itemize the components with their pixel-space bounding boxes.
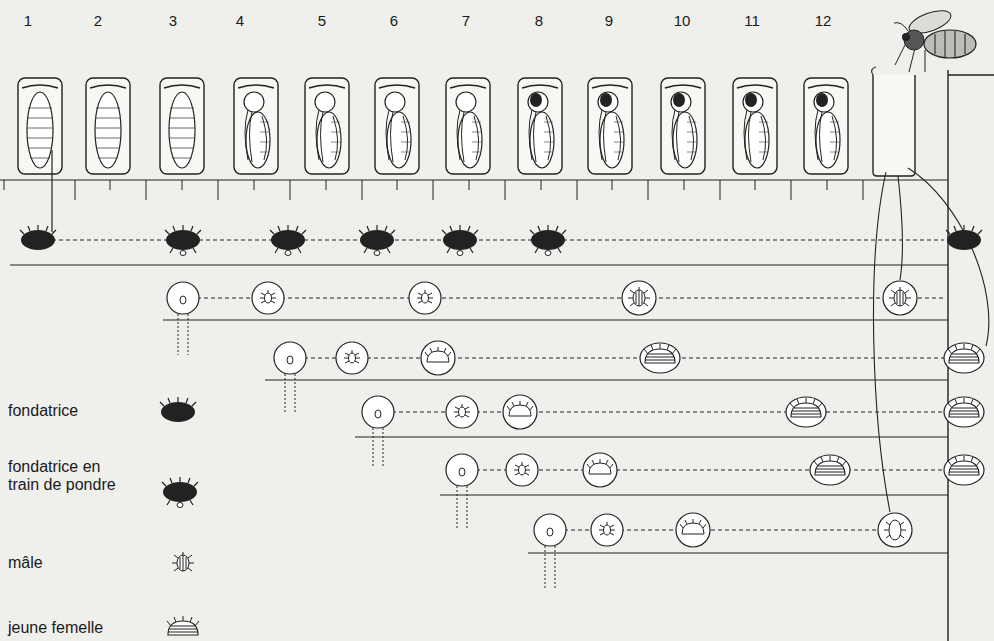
stage-number: 1 [24, 12, 32, 29]
stage-number: 3 [169, 12, 177, 29]
stage-number: 11 [744, 12, 760, 29]
stage-number: 5 [318, 12, 326, 29]
legend-text: mâle [8, 554, 43, 572]
stage-number: 4 [236, 12, 244, 29]
stage-number: 8 [535, 12, 543, 29]
legend-text: fondatrice en train de pondre [8, 458, 133, 495]
stage-number: 10 [674, 12, 691, 29]
stage-number: 12 [815, 12, 832, 29]
stage-number: 6 [390, 12, 398, 29]
legend-text: jeune femelle [8, 619, 103, 637]
legend-text: fondatrice [8, 402, 78, 420]
stage-number: 9 [605, 12, 613, 29]
stage-number: 2 [94, 12, 102, 29]
stage-number: 7 [462, 12, 470, 29]
